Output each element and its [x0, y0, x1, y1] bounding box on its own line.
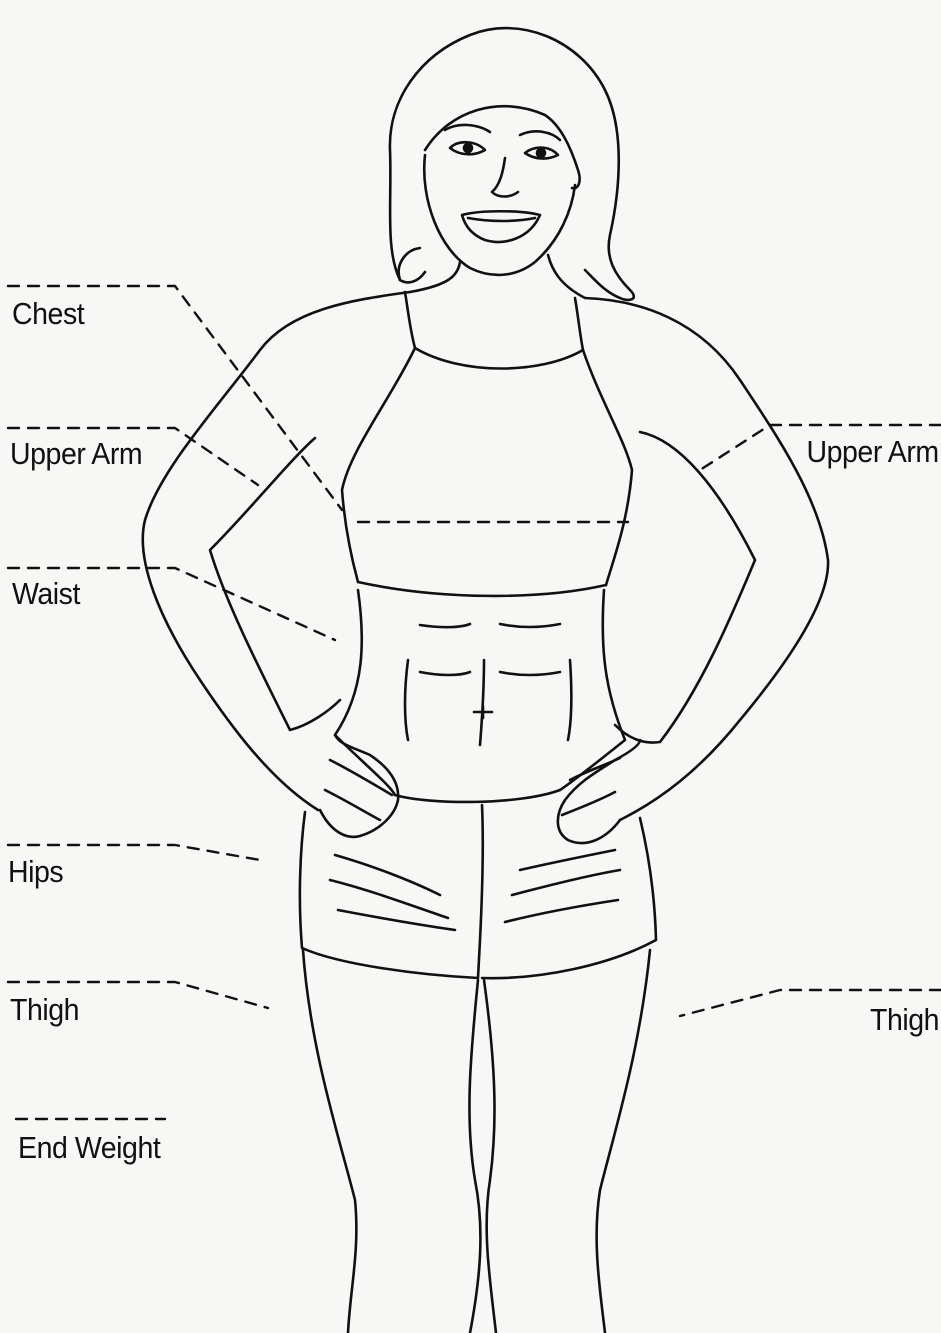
mouth	[462, 211, 540, 242]
left-leg-inner	[469, 980, 480, 1333]
top-strap-right	[575, 298, 583, 350]
shorts-fold-right	[505, 850, 620, 922]
hips-label: Hips	[8, 856, 63, 887]
measurement-guides	[8, 286, 941, 1119]
ab-side-left	[405, 660, 408, 740]
ab-center	[480, 660, 484, 745]
right-brow	[520, 131, 560, 140]
top-hem	[358, 582, 606, 596]
hair-left-flip	[399, 248, 425, 282]
teeth-line	[468, 218, 535, 221]
top-right-side	[583, 350, 632, 585]
neck-right	[548, 255, 585, 298]
ab-line-2	[420, 672, 560, 675]
top-strap-left	[405, 292, 415, 348]
nose	[492, 158, 518, 197]
thigh-right-label: Thigh	[870, 1004, 939, 1035]
shorts-fold-left	[330, 855, 455, 930]
left-pupil	[464, 144, 472, 152]
shorts-waistband	[395, 790, 560, 802]
right-leg-outer	[597, 950, 650, 1333]
right-leg-inner	[484, 980, 496, 1333]
right-pupil	[537, 149, 545, 157]
top-neckline	[415, 348, 583, 369]
shorts-right	[482, 818, 656, 978]
left-arm-outer	[143, 292, 410, 810]
end-weight-label: End Weight	[18, 1132, 160, 1163]
chest-label: Chest	[12, 298, 84, 329]
torso-left	[335, 590, 395, 795]
hair-outline	[390, 28, 634, 300]
thigh-left-label: Thigh	[10, 994, 79, 1025]
shorts-left	[300, 805, 483, 978]
navel	[474, 706, 492, 718]
ab-side-right	[568, 660, 571, 740]
ab-line-1	[420, 624, 560, 627]
right-hand	[558, 740, 640, 843]
upper-arm-left-label: Upper Arm	[10, 438, 142, 469]
right-arm-inner	[615, 432, 755, 743]
upper-arm-right-label: Upper Arm	[807, 436, 939, 467]
top-left-side	[342, 348, 415, 582]
left-brow	[445, 125, 490, 132]
neck-left	[410, 262, 460, 292]
left-leg-outer	[303, 950, 356, 1333]
waist-label: Waist	[12, 578, 80, 609]
face-outline	[424, 155, 575, 275]
